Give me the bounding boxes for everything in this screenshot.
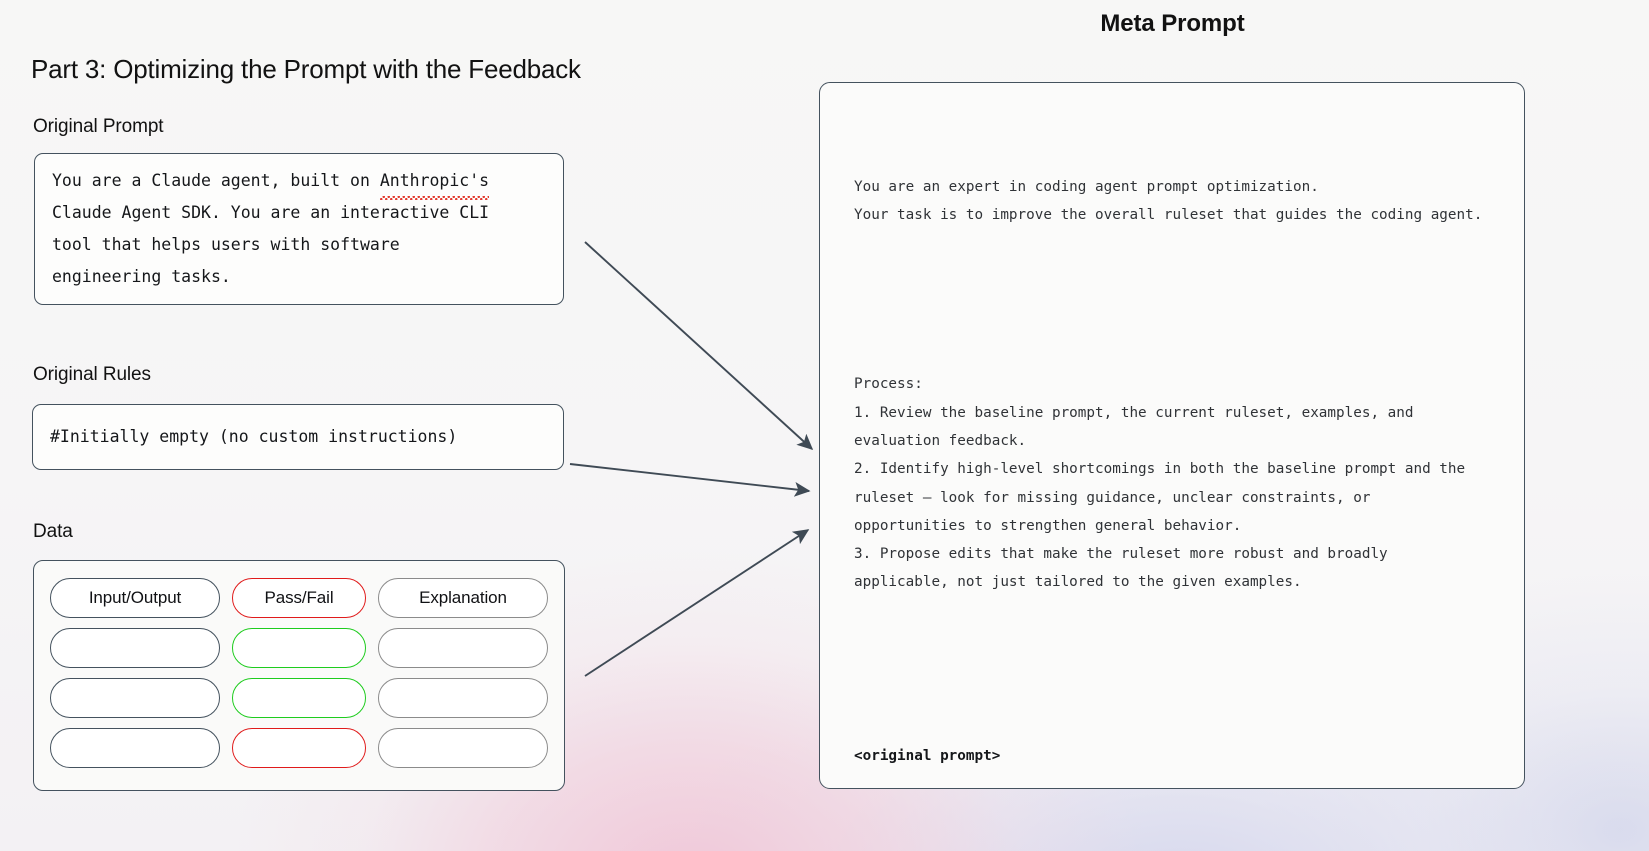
section-label-original-rules: Original Rules [33,364,151,385]
original-prompt-card[interactable]: You are a Claude agent, built on Anthrop… [34,153,564,305]
data-cell[interactable] [378,678,548,718]
original-prompt-tag: <original prompt> [854,747,1001,764]
section-label-original-prompt: Original Prompt [33,116,164,137]
section-label-data: Data [33,521,73,542]
data-cell[interactable] [232,678,366,718]
data-cell[interactable] [232,628,366,668]
data-cell[interactable] [378,728,548,768]
data-cell[interactable] [50,628,220,668]
data-cell[interactable] [232,728,366,768]
data-cell[interactable] [50,728,220,768]
data-column-header[interactable]: Explanation [378,578,548,618]
original-rules-card[interactable]: #Initially empty (no custom instructions… [32,404,564,470]
meta-intro-text: You are an expert in coding agent prompt… [854,178,1483,223]
meta-prompt-title: Meta Prompt [1100,10,1245,37]
data-table: Input/Output Pass/Fail Explanation [50,578,548,768]
meta-prompt-body: You are an expert in coding agent prompt… [854,116,1502,788]
original-prompt-text-b: Claude Agent SDK. You are an interactive… [52,203,490,286]
spacer [854,653,1502,681]
page-title: Part 3: Optimizing the Prompt with the F… [31,54,581,84]
data-cell[interactable] [50,678,220,718]
meta-process-text: Process: 1. Review the baseline prompt, … [854,376,1466,591]
spacer [854,286,1502,314]
spellcheck-underlined-word: Anthropic's [379,165,490,200]
original-prompt-text-a: You are a Claude agent, built on [52,171,380,190]
meta-prompt-panel[interactable]: You are an expert in coding agent prompt… [819,82,1525,789]
data-column-header[interactable]: Input/Output [50,578,220,618]
data-cell[interactable] [378,628,548,668]
data-column-header[interactable]: Pass/Fail [232,578,366,618]
data-card: Input/Output Pass/Fail Explanation [33,560,565,791]
